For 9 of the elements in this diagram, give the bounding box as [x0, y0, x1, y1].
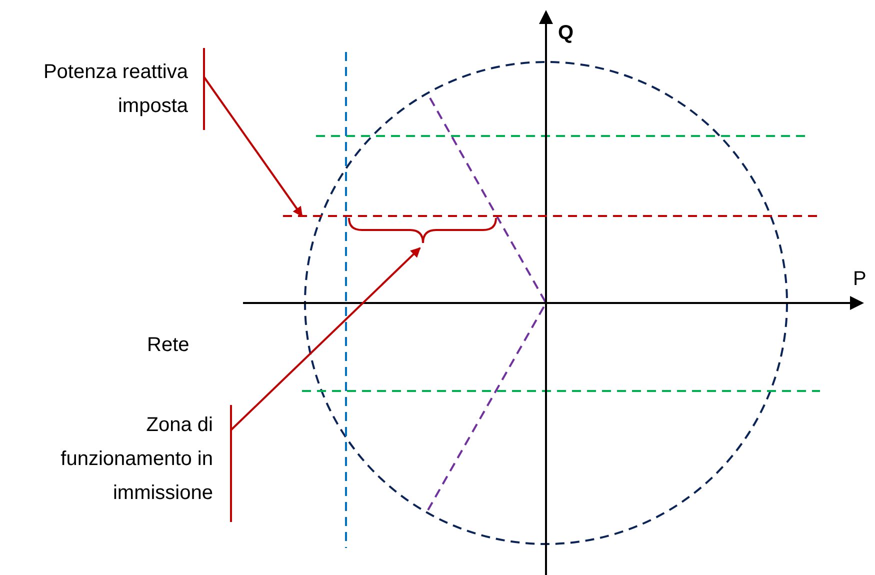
annotation-text: Potenza reattiva imposta: [0, 55, 188, 123]
axis-label: P: [853, 267, 866, 292]
leader-arrow: [203, 76, 303, 217]
leader-arrow: [230, 247, 421, 431]
curly-bracket: [348, 218, 497, 244]
annotation-text: Zona di funzionamento in immissione: [38, 408, 213, 510]
reactive-power-line: [283, 215, 820, 217]
annotation-text: Rete: [147, 333, 190, 358]
axis-label: Q: [558, 21, 574, 46]
